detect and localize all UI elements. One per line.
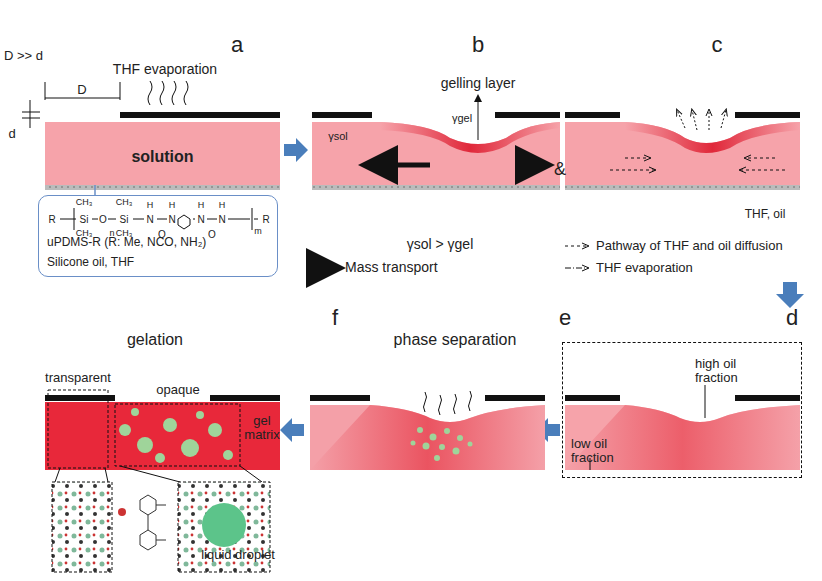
formula-atom: m (254, 227, 262, 237)
node-text: solution (131, 148, 193, 166)
annotation: D (77, 83, 86, 97)
node-text: high oil fraction (695, 357, 775, 386)
dashed-region: high oil fraction low oil fraction (562, 342, 802, 478)
formula-box: uPDMS-R (R: Me, NCO, NH₂)Silicone oil, T… (38, 195, 278, 277)
formula-atom: H (147, 201, 154, 211)
formula-atom: CH₃ (116, 229, 133, 239)
formula-atom: H (169, 201, 176, 211)
formula-atom: R (262, 214, 269, 225)
annotation: Pathway of THF and oil diffusion (596, 239, 783, 253)
panel-letter: b (472, 33, 484, 57)
panel-letter: c (712, 33, 723, 57)
annotation: transparent (45, 371, 111, 385)
annotation: phase separation (394, 331, 517, 349)
panel-letter: f (332, 306, 338, 330)
formula-atom: n (109, 229, 114, 239)
annotation: gelling layer (441, 76, 516, 91)
formula-atom: CH₃ (76, 229, 93, 239)
annotation: Mass transport (345, 260, 438, 275)
annotation: γsol (328, 130, 348, 142)
annotation: THF, oil (745, 208, 786, 221)
formula-atom: N (197, 214, 204, 225)
node-text: low oil fraction (571, 437, 641, 466)
annotation: THF evaporation (113, 62, 217, 77)
formula-atom: H (198, 201, 205, 211)
formula-atom: O (99, 214, 107, 225)
formula-atom: O (208, 229, 216, 240)
annotation: THF evaporation (596, 261, 693, 275)
formula-atom: O (158, 229, 166, 240)
formula-atom: H (219, 201, 226, 211)
formula-atom: R (48, 214, 55, 225)
solution-band: solution (45, 122, 280, 185)
annotation: D >> d (4, 49, 43, 63)
panel-letter: e (559, 306, 571, 330)
annotation: γgel (452, 112, 472, 124)
annotation: γsol > γgel (407, 237, 474, 252)
formula-atom: N (218, 214, 225, 225)
node-text: Silicone oil, THF (47, 256, 134, 269)
formula-atom: Si (80, 214, 89, 225)
annotation: gelation (127, 331, 183, 349)
formula-atom: CH₃ (76, 198, 93, 208)
formula-atom: N (146, 214, 153, 225)
panel-letter: d (786, 306, 798, 330)
annotation: d (8, 127, 15, 141)
leader-connector (94, 185, 96, 195)
formula-atom: Si (120, 214, 129, 225)
annotation: gel matrix (242, 414, 282, 443)
formula-atom: CH₃ (116, 198, 133, 208)
formula-atom: N (168, 214, 175, 225)
annotation: opaque (156, 383, 199, 397)
panel-letter: a (231, 33, 243, 57)
annotation: & (554, 160, 566, 180)
annotation: liquid droplet (201, 548, 275, 562)
